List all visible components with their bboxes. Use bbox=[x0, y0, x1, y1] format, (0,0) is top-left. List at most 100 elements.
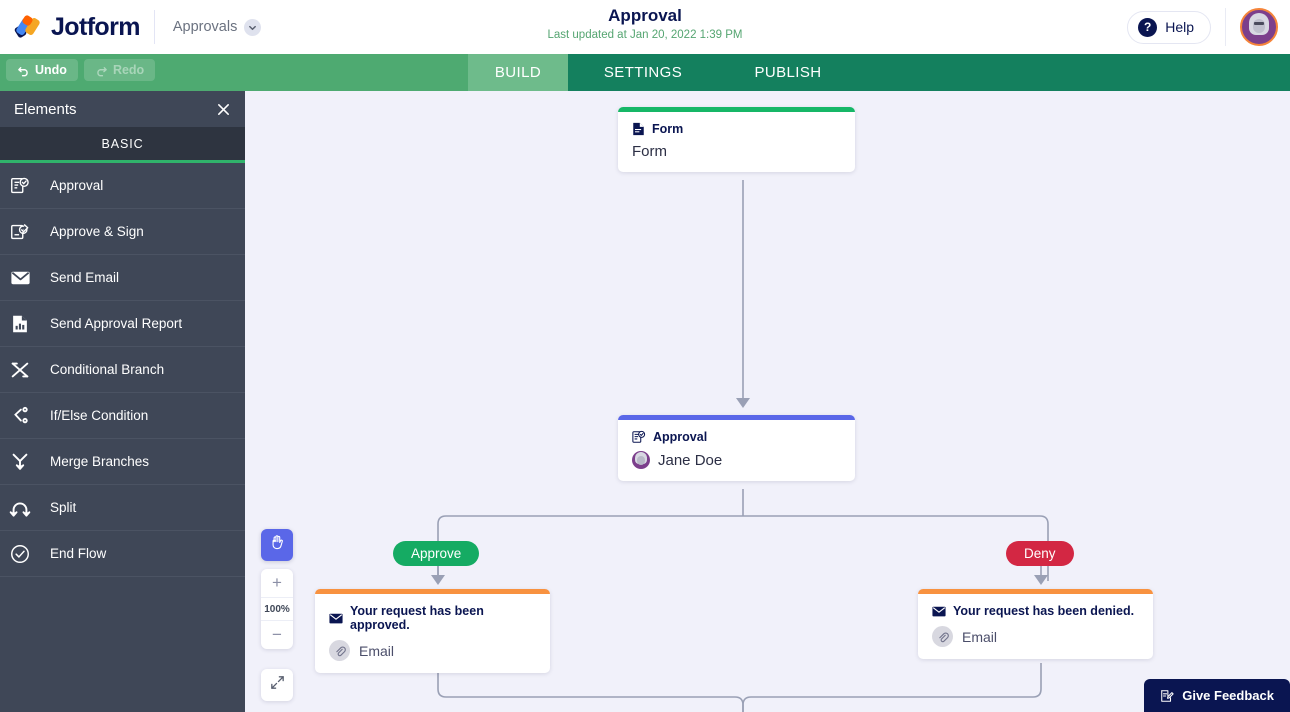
tab-settings[interactable]: SETTINGS bbox=[568, 54, 718, 91]
flow-node-approval[interactable]: Approval Jane Doe bbox=[618, 415, 855, 481]
product-menu[interactable]: Approvals bbox=[172, 18, 262, 36]
sidebar-item-label: Approval bbox=[50, 178, 104, 193]
flow-canvas[interactable]: Form Form Approval bbox=[245, 91, 1290, 712]
give-feedback-button[interactable]: Give Feedback bbox=[1144, 679, 1290, 712]
sidebar-item-label: End Flow bbox=[50, 546, 107, 561]
sidebar-item-label: Send Approval Report bbox=[50, 316, 183, 331]
split-icon bbox=[0, 497, 40, 519]
avatar-eyes bbox=[1254, 22, 1264, 25]
elements-sidebar: Elements BASIC Approval Appro bbox=[0, 91, 245, 712]
node-body: Approval Jane Doe bbox=[618, 420, 855, 481]
node-accent-bar bbox=[315, 589, 550, 594]
paperclip-icon bbox=[932, 626, 953, 647]
jotform-logo-icon bbox=[14, 14, 44, 40]
sidebar-item-end-flow[interactable]: End Flow bbox=[0, 531, 245, 577]
builder-toolbar: Undo Redo BUILD SETTINGS PUBLISH bbox=[0, 54, 1290, 91]
chevron-down-icon bbox=[244, 18, 262, 36]
sidebar-item-label: Conditional Branch bbox=[50, 362, 165, 377]
help-button[interactable]: ? Help bbox=[1127, 10, 1211, 44]
sidebar-item-send-approval-report[interactable]: Send Approval Report bbox=[0, 301, 245, 347]
sidebar-item-label: Send Email bbox=[50, 270, 120, 285]
assignee-name: Jane Doe bbox=[658, 451, 723, 469]
node-type-row: Form bbox=[632, 122, 841, 136]
product-menu-label: Approvals bbox=[172, 19, 238, 35]
sidebar-item-approval[interactable]: Approval bbox=[0, 163, 245, 209]
node-accent-bar bbox=[618, 415, 855, 420]
zoom-in-button[interactable]: + bbox=[272, 573, 282, 592]
undo-arrow-icon bbox=[17, 64, 30, 77]
flow-node-form[interactable]: Form Form bbox=[618, 107, 855, 172]
brand-name: Jotform bbox=[51, 12, 140, 41]
tab-build[interactable]: BUILD bbox=[468, 54, 568, 91]
redo-button[interactable]: Redo bbox=[83, 59, 156, 81]
zoom-out-button[interactable]: − bbox=[272, 625, 282, 644]
merge-branches-icon bbox=[0, 451, 40, 473]
sidebar-item-split[interactable]: Split bbox=[0, 485, 245, 531]
envelope-icon bbox=[329, 613, 343, 624]
conditional-branch-icon bbox=[0, 359, 40, 381]
sidebar-item-approve-and-sign[interactable]: Approve & Sign bbox=[0, 209, 245, 255]
node-type-label: Form bbox=[652, 122, 684, 136]
give-feedback-label: Give Feedback bbox=[1182, 688, 1274, 703]
sidebar-item-if-else-condition[interactable]: If/Else Condition bbox=[0, 393, 245, 439]
undo-button[interactable]: Undo bbox=[6, 59, 78, 81]
zoom-level-label: 100% bbox=[261, 597, 293, 621]
node-body: Form Form bbox=[618, 112, 855, 172]
node-sub-label: Email bbox=[359, 642, 395, 659]
paperclip-icon bbox=[329, 640, 350, 661]
header-divider bbox=[153, 10, 155, 44]
node-sub-label: Email bbox=[962, 628, 998, 645]
envelope-icon bbox=[0, 266, 40, 289]
node-sub-row: Email bbox=[932, 626, 1139, 647]
email-subject: Your request has been approved. bbox=[350, 604, 484, 632]
feedback-pencil-icon bbox=[1160, 689, 1174, 703]
sidebar-item-label: Split bbox=[50, 500, 77, 515]
assignee-avatar bbox=[632, 451, 650, 469]
branch-badge-approve[interactable]: Approve bbox=[393, 541, 480, 566]
zoom-controls: + 100% − bbox=[261, 569, 293, 649]
node-accent-bar bbox=[618, 107, 855, 112]
tab-publish[interactable]: PUBLISH bbox=[718, 54, 858, 91]
sidebar-header: Elements bbox=[0, 91, 245, 127]
approve-sign-icon bbox=[0, 221, 40, 243]
sidebar-item-send-email[interactable]: Send Email bbox=[0, 255, 245, 301]
sidebar-item-conditional-branch[interactable]: Conditional Branch bbox=[0, 347, 245, 393]
node-type-label: Approval bbox=[653, 430, 708, 444]
branch-badge-deny[interactable]: Deny bbox=[1006, 541, 1074, 566]
node-sub-row: Email bbox=[329, 640, 536, 661]
undo-redo-group: Undo Redo bbox=[6, 59, 156, 81]
avatar-divider bbox=[1225, 8, 1226, 46]
question-mark-icon: ? bbox=[1138, 17, 1158, 37]
flow-node-email-denied[interactable]: Your request has been denied. Email bbox=[918, 589, 1153, 659]
fit-to-screen-button[interactable] bbox=[261, 669, 293, 701]
envelope-icon bbox=[932, 606, 946, 617]
redo-arrow-icon bbox=[95, 64, 108, 77]
if-else-condition-icon bbox=[0, 405, 40, 427]
flow-node-email-approved[interactable]: Your request has been approved. Email bbox=[315, 589, 550, 673]
node-body: Your request has been approved. Email bbox=[315, 594, 550, 673]
avatar[interactable] bbox=[1240, 8, 1278, 46]
sidebar-item-merge-branches[interactable]: Merge Branches bbox=[0, 439, 245, 485]
report-chart-icon bbox=[0, 313, 40, 335]
pan-tool-button[interactable] bbox=[261, 529, 293, 561]
node-type-row: Approval bbox=[632, 430, 841, 444]
node-type-row: Your request has been approved. bbox=[329, 604, 536, 632]
form-document-icon bbox=[632, 122, 645, 136]
app-header: Jotform Approvals Approval Last updated … bbox=[0, 0, 1290, 54]
header-actions: ? Help bbox=[1127, 0, 1278, 54]
brand-logo[interactable]: Jotform bbox=[0, 13, 140, 42]
sidebar-item-label: Approve & Sign bbox=[50, 224, 144, 239]
approval-document-icon bbox=[0, 175, 40, 197]
sidebar-category-basic[interactable]: BASIC bbox=[0, 127, 245, 163]
node-body: Your request has been denied. Email bbox=[918, 594, 1153, 659]
node-accent-bar bbox=[918, 589, 1153, 594]
fit-to-screen-icon bbox=[269, 674, 286, 696]
node-main-label: Form bbox=[632, 143, 667, 160]
approval-document-icon bbox=[632, 430, 646, 444]
flow-connectors bbox=[431, 180, 1049, 712]
help-label: Help bbox=[1165, 19, 1194, 35]
sidebar-item-label: If/Else Condition bbox=[50, 408, 149, 423]
close-icon[interactable] bbox=[216, 102, 231, 117]
sidebar-title: Elements bbox=[14, 100, 77, 118]
undo-label: Undo bbox=[35, 63, 67, 77]
